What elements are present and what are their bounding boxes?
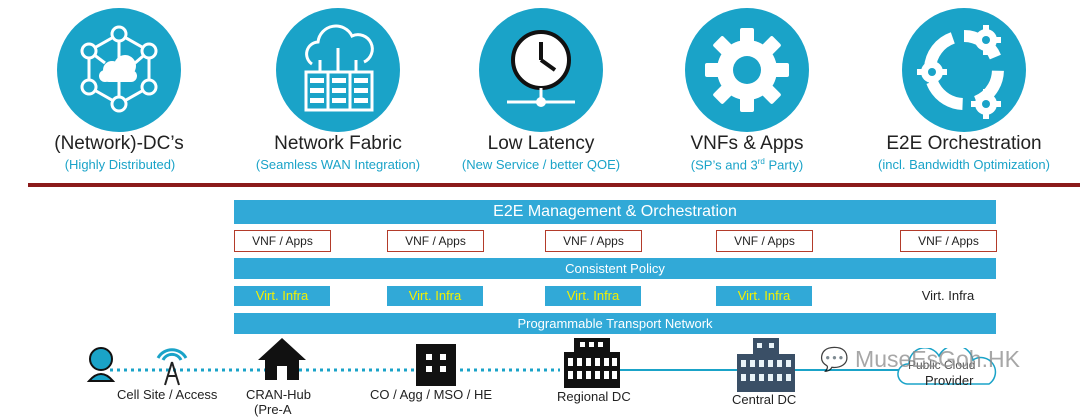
user-icon <box>86 347 116 382</box>
management-bar: E2E Management & Orchestration <box>234 200 996 224</box>
pillar-subtitle: (incl. Bandwidth Optimization) <box>878 157 1050 172</box>
site-label-central: Central DC <box>732 392 797 407</box>
regional-dc-building-icon <box>564 338 620 388</box>
site-label-regional: Regional DC <box>557 389 631 404</box>
site-label-cran-cut: (Pre-A <box>254 402 292 417</box>
clock-network-icon <box>507 30 575 107</box>
orchestration-gears-icon <box>917 25 1004 119</box>
watermark: 💬 MuseEsGoh.HK <box>820 346 1020 373</box>
cell-tower-icon <box>156 348 188 386</box>
site-label-cell: Cell Site / Access <box>117 387 218 402</box>
pillar-network-fabric-circle <box>276 8 400 132</box>
divider-line <box>28 183 1080 187</box>
office-building-icon <box>416 344 456 386</box>
policy-bar: Consistent Policy <box>234 258 996 279</box>
pillar-network-dc-circle <box>57 8 181 132</box>
virt-infra-label: Virt. Infra <box>921 288 975 303</box>
vnf-apps-box: VNF / Apps <box>545 230 642 252</box>
site-label-co: CO / Agg / MSO / HE <box>370 387 493 402</box>
pillar-title: E2E Orchestration <box>886 133 1042 154</box>
pillar-title: (Network)-DC’s <box>54 133 184 154</box>
virt-infra-box: Virt. Infra <box>716 286 812 306</box>
vnf-apps-box: VNF / Apps <box>716 230 813 252</box>
pillar-subtitle: (Highly Distributed) <box>64 157 176 172</box>
pillar-title: VNFs & Apps <box>690 133 804 154</box>
vnf-apps-box: VNF / Apps <box>387 230 484 252</box>
central-dc-building-icon <box>737 338 795 392</box>
provider-label-line1: Public Cloud <box>908 358 976 372</box>
network-cloud-icon <box>80 25 158 113</box>
site-label-cran: CRAN-Hub <box>246 387 312 402</box>
virt-infra-box: Virt. Infra <box>545 286 641 306</box>
pillar-e2e-orchestration-circle <box>902 8 1026 132</box>
provider-label-line2: Provider <box>925 373 974 388</box>
cloud-servers-icon <box>304 24 374 112</box>
chat-bubble-icon: 💬 <box>820 346 849 372</box>
virt-infra-box: Virt. Infra <box>234 286 330 306</box>
transport-bar: Programmable Transport Network <box>234 313 996 334</box>
pillar-subtitle: (New Service / better QOE) <box>461 157 621 172</box>
pillar-vnfs-apps-circle <box>685 8 809 132</box>
vnf-apps-box: VNF / Apps <box>234 230 331 252</box>
watermark-text: MuseEsGoh.HK <box>855 346 1020 372</box>
pillar-low-latency-circle <box>479 8 603 132</box>
pillar-subtitle: (SP’s and 3rd Party) <box>690 157 804 173</box>
gear-icon <box>705 28 789 112</box>
public-cloud-icon <box>897 348 997 385</box>
pillar-subtitle: (Seamless WAN Integration) <box>255 157 421 172</box>
pillar-title: Network Fabric <box>274 133 402 154</box>
vnf-apps-box: VNF / Apps <box>900 230 997 252</box>
pillar-title: Low Latency <box>487 133 595 154</box>
virt-infra-box: Virt. Infra <box>387 286 483 306</box>
house-icon <box>258 338 306 380</box>
